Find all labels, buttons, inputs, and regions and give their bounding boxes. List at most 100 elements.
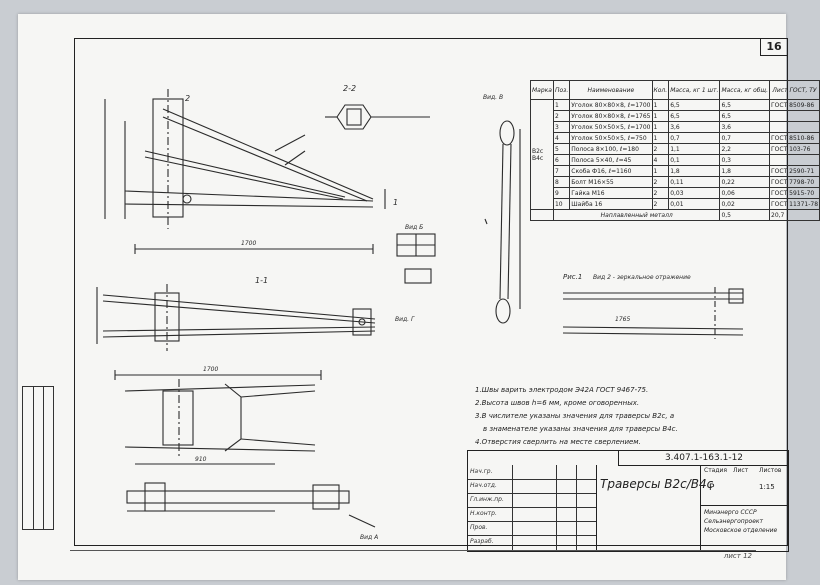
strap-elevation bbox=[484, 120, 521, 324]
table-cell bbox=[768, 110, 820, 122]
table-row: 10 Шайба 16 2 0,01 0,02 ГОСТ 11371-78 bbox=[531, 198, 820, 210]
table-row: 8 Болт М16×55 2 0,11 0,22 ГОСТ 7798-70 bbox=[531, 176, 820, 188]
table-cell: 6,5 bbox=[668, 110, 721, 122]
dim-1700-top: 1700 bbox=[241, 240, 256, 247]
spec-header-mark: Марка bbox=[530, 80, 554, 100]
sheet-label: Лист bbox=[733, 467, 749, 474]
table-cell: Скоба Ф16, ℓ=1160 bbox=[569, 165, 653, 177]
detail-view-b bbox=[396, 233, 436, 284]
signer-label: Нач.отд. bbox=[470, 482, 497, 489]
table-cell: 5 bbox=[552, 143, 571, 155]
sheet-number: 16 bbox=[760, 38, 788, 56]
table-cell: Уголок 50×50×5, ℓ=750 bbox=[569, 132, 653, 144]
spec-header-mass-unit: Масса, кг 1 шт. bbox=[668, 80, 721, 100]
table-cell: ГОСТ 8510-86 bbox=[768, 132, 820, 144]
total-mass: 20,7 bbox=[768, 209, 820, 221]
side-stamp bbox=[22, 386, 54, 530]
table-row: В2с В4с 1 Уголок 80×80×8, ℓ=1700 1 6,5 6… bbox=[530, 99, 820, 210]
table-cell: 2 bbox=[651, 176, 670, 188]
note-line: 4.Отверстия сверлить на месте сверлением… bbox=[475, 438, 641, 446]
table-cell: 2,2 bbox=[719, 143, 770, 155]
table-cell: 2 bbox=[651, 143, 670, 155]
weld-row-label: Наплавленный металл bbox=[552, 209, 721, 221]
table-cell: 1,1 bbox=[668, 143, 721, 155]
table-row: 6 Полоса 5×40, ℓ=45 4 0,1 0,3 bbox=[531, 154, 820, 166]
table-cell: 1 bbox=[651, 121, 670, 133]
table-cell: Уголок 80×80×8, ℓ=1700 bbox=[569, 99, 653, 111]
label-mark-1: 1 bbox=[393, 198, 398, 207]
weld-row-value: 0,5 bbox=[719, 209, 770, 221]
front-elevation bbox=[104, 89, 386, 254]
table-cell: 3 bbox=[552, 121, 571, 133]
table-cell: 2 bbox=[651, 187, 670, 199]
table-cell: 4 bbox=[552, 132, 571, 144]
table-cell: ГОСТ 8509-86 bbox=[768, 99, 820, 111]
dim-1765: 1765 bbox=[615, 316, 630, 323]
figure-1 bbox=[562, 287, 744, 339]
technical-drawing: 2-2 1-1 Вид Б Вид. В Вид А Вид. Г 1 2 17… bbox=[96, 84, 744, 541]
org-line: Сельэнергопроект bbox=[704, 518, 764, 525]
spec-header-pos: Поз. bbox=[552, 80, 571, 100]
table-cell: 0,7 bbox=[719, 132, 770, 144]
notes-block: 1.Швы варить электродом Э42А ГОСТ 9467-7… bbox=[475, 384, 805, 449]
footer: лист 12 bbox=[18, 544, 786, 580]
table-cell: 1 bbox=[651, 99, 670, 111]
note-line: 2.Высота швов h=6 мм, кроме оговоренных. bbox=[475, 399, 640, 407]
spec-header-qty: Кол. bbox=[651, 80, 670, 100]
table-cell: 6,5 bbox=[719, 99, 770, 111]
spec-header-row: Марка Поз. Наименование Кол. Масса, кг 1… bbox=[530, 80, 820, 100]
table-cell: 0,03 bbox=[668, 187, 721, 199]
table-cell: 7 bbox=[552, 165, 571, 177]
table-row: 2 Уголок 80×80×8, ℓ=1765 1 6,5 6,5 bbox=[531, 110, 820, 122]
fig1-caption: Вид 2 - зеркальное отражение bbox=[593, 274, 691, 281]
label-section-1-1: 1-1 bbox=[255, 276, 268, 285]
table-cell: 4 bbox=[651, 154, 670, 166]
table-cell: 0,02 bbox=[719, 198, 770, 210]
table-cell: 0,1 bbox=[668, 154, 721, 166]
org-line: Минэнерго СССР bbox=[704, 509, 757, 516]
table-cell: 2 bbox=[651, 198, 670, 210]
table-row: 5 Полоса 8×100, ℓ=180 2 1,1 2,2 ГОСТ 103… bbox=[531, 143, 820, 155]
label-view-a: Вид А bbox=[360, 534, 378, 541]
label-view-b: Вид Б bbox=[405, 224, 423, 231]
signer-label: Нач.гр. bbox=[470, 468, 493, 475]
table-cell: ГОСТ 103-76 bbox=[768, 143, 820, 155]
footer-tag: лист 12 bbox=[723, 552, 752, 560]
signature-table: Нач.отд. Гл.инж.пр. Н.контр. Пров. Разра… bbox=[468, 465, 597, 551]
fig1-label: Рис.1 bbox=[563, 273, 582, 281]
table-cell: 3,6 bbox=[668, 121, 721, 133]
table-cell: 6,5 bbox=[719, 110, 770, 122]
table-cell: 0,11 bbox=[668, 176, 721, 188]
signer-label: Разраб. bbox=[470, 538, 494, 545]
bottom-elevation bbox=[126, 482, 376, 528]
document-code: 3.407.1-163.1-12 bbox=[618, 451, 789, 466]
org-line: Московское отделение bbox=[704, 527, 778, 534]
table-cell: Полоса 5×40, ℓ=45 bbox=[569, 154, 653, 166]
table-cell: Полоса 8×100, ℓ=180 bbox=[569, 143, 653, 155]
signer-label: Гл.инж.пр. bbox=[470, 496, 504, 503]
table-cell: Шайба 16 bbox=[569, 198, 653, 210]
table-cell: ГОСТ 2590-71 bbox=[768, 165, 820, 177]
table-cell: ГОСТ 11371-78 bbox=[768, 198, 820, 210]
lower-plan bbox=[114, 370, 322, 465]
table-cell: 8 bbox=[552, 176, 571, 188]
table-cell: 1 bbox=[552, 99, 571, 111]
table-row: 3 Уголок 50×50×5, ℓ=1700 1 3,6 3,6 bbox=[531, 121, 820, 133]
table-cell: 0,3 bbox=[719, 154, 770, 166]
drawing-sheet: 16 bbox=[18, 14, 820, 580]
table-cell: 10 bbox=[552, 198, 571, 210]
title-block: 3.407.1-163.1-12 Нач.отд. Гл.инж.пр. Н.к… bbox=[467, 450, 789, 552]
table-cell: Болт М16×55 bbox=[569, 176, 653, 188]
stage-label: Стадия bbox=[704, 467, 728, 474]
table-cell: ГОСТ 7798-70 bbox=[768, 176, 820, 188]
stage-table: Стадия Лист Листов Р 1:15 bbox=[700, 465, 789, 505]
spec-header-std: Лист ГОСТ, ТУ bbox=[768, 80, 820, 100]
label-mark-2: 2 bbox=[185, 94, 190, 103]
note-line: 3.В числителе указаны значения для траве… bbox=[475, 412, 675, 420]
table-cell: 0,22 bbox=[719, 176, 770, 188]
table-cell: 0,06 bbox=[719, 187, 770, 199]
table-cell: 6 bbox=[552, 154, 571, 166]
table-cell: 1,8 bbox=[719, 165, 770, 177]
table-cell: 1,8 bbox=[668, 165, 721, 177]
spec-header-name: Наименование bbox=[569, 80, 653, 100]
